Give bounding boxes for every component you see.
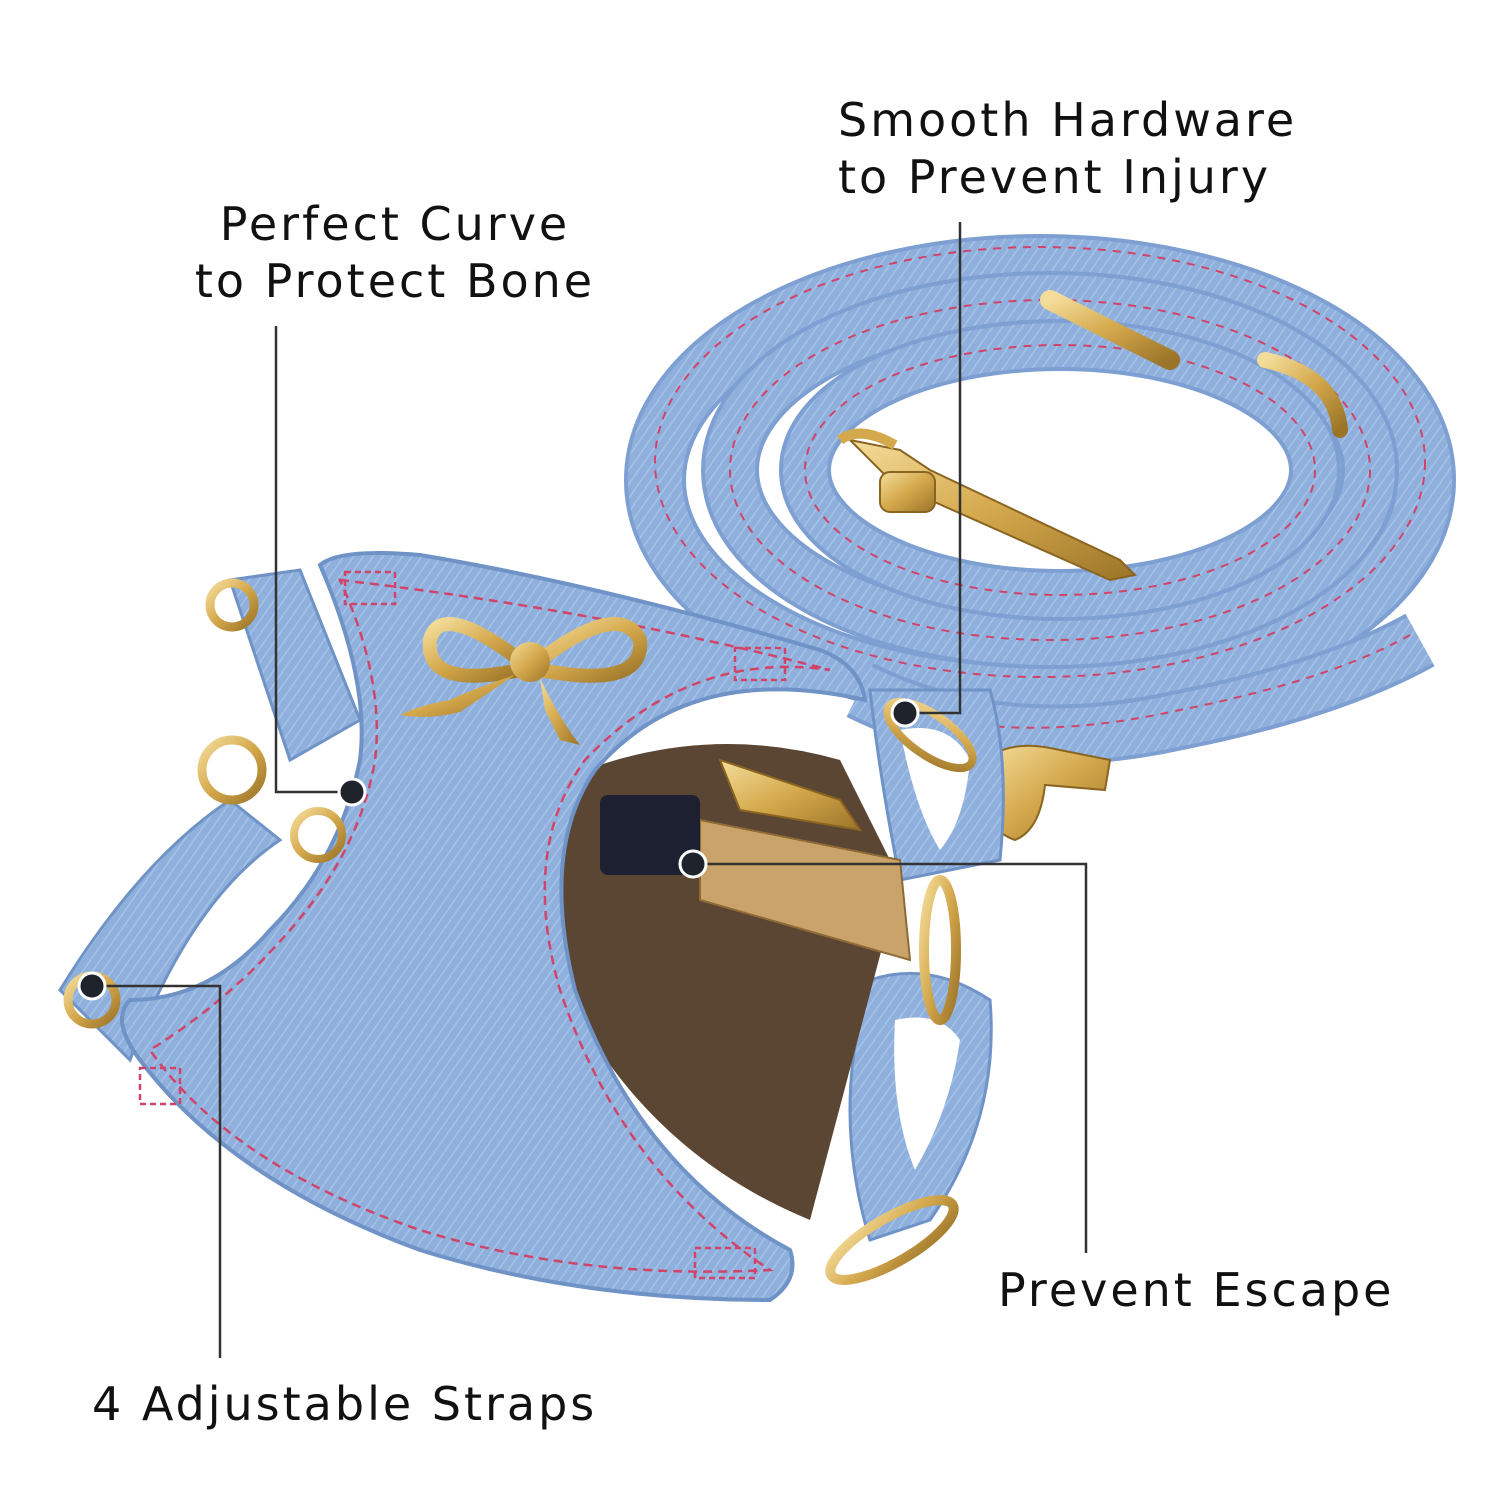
callout-dot-smooth-hardware xyxy=(890,698,920,728)
bow-ornament xyxy=(400,617,648,745)
callout-perfect-curve-line1: Perfect Curve xyxy=(219,197,571,251)
leash-d-rings xyxy=(1040,290,1348,438)
callout-perfect-curve-line2: to Protect Bone xyxy=(194,254,596,308)
callout-prevent-escape-text: Prevent Escape xyxy=(998,1263,1395,1317)
harness-o-rings xyxy=(63,578,977,1285)
harness xyxy=(58,550,1005,1303)
callout-dot-prevent-escape xyxy=(678,849,708,879)
callout-line-prevent-escape xyxy=(693,862,1088,1253)
callout-smooth-hardware: Smooth Hardware to Prevent Injury xyxy=(838,92,1297,206)
callout-line-perfect-curve xyxy=(274,326,352,794)
callout-prevent-escape: Prevent Escape xyxy=(998,1262,1394,1319)
callout-dots xyxy=(77,698,920,1001)
callout-perfect-curve: Perfect Curve to Protect Bone xyxy=(150,196,640,310)
callout-line-adjustable-straps xyxy=(92,984,222,1358)
leash-snap-hook xyxy=(837,428,1138,582)
callout-line-smooth-hardware xyxy=(905,222,962,715)
callout-dot-perfect-curve xyxy=(337,777,367,807)
callout-dot-adjustable-straps xyxy=(77,971,107,1001)
callout-lines xyxy=(92,222,1088,1358)
callout-smooth-hardware-line2: to Prevent Injury xyxy=(838,150,1272,204)
callout-adjustable-straps: 4 Adjustable Straps xyxy=(92,1376,597,1433)
callout-adjustable-straps-text: 4 Adjustable Straps xyxy=(92,1377,598,1431)
callout-smooth-hardware-line1: Smooth Hardware xyxy=(838,93,1298,147)
